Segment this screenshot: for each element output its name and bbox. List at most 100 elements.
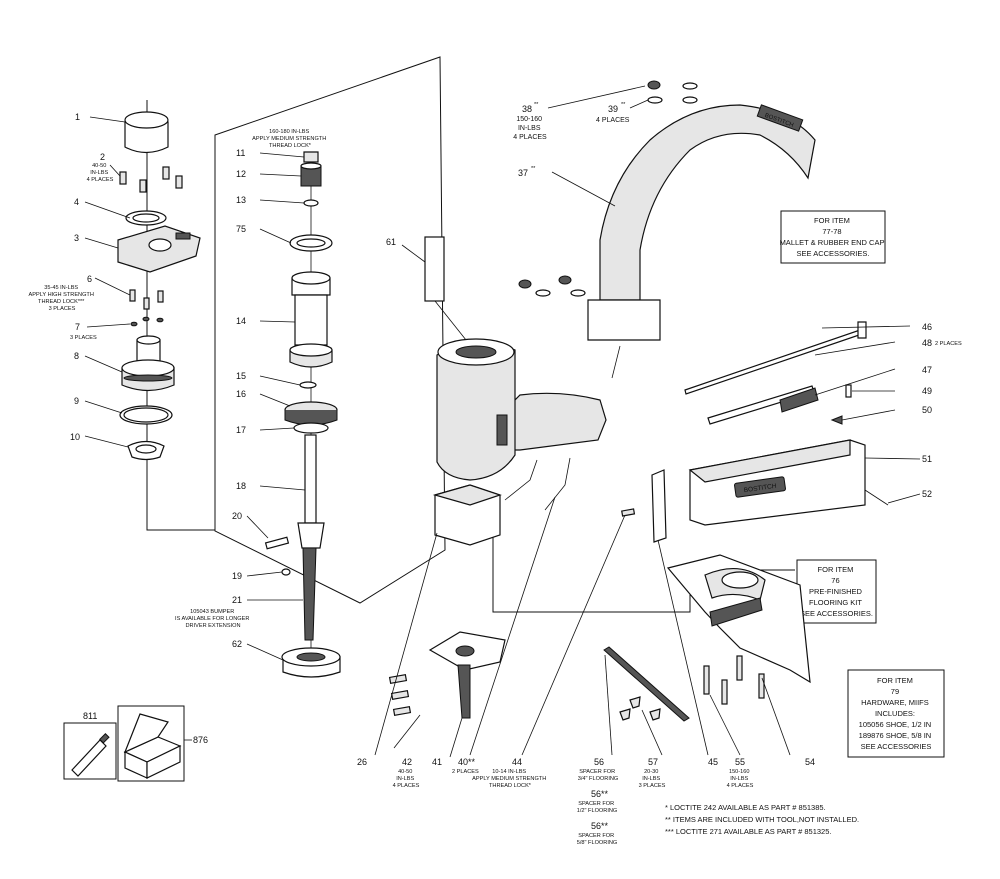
part-18-driver	[304, 434, 317, 524]
footnote-2: ** ITEMS ARE INCLUDED WITH TOOL,NOT INST…	[665, 815, 859, 824]
main-housing	[432, 338, 607, 546]
note-6: 35-45 IN-LBS APPLY HIGH STRENGTH THREAD …	[29, 285, 96, 312]
note-48: 2 PLACES	[935, 341, 962, 347]
part-21-blade	[302, 547, 317, 641]
label-3: 3	[74, 233, 79, 243]
part-2-screws	[119, 166, 183, 193]
label-41: 41	[432, 757, 442, 767]
part-7-pins	[130, 316, 164, 327]
label-16: 16	[236, 389, 246, 399]
note-40: 2 PLACES	[452, 769, 479, 775]
label-38-star: **	[534, 102, 539, 108]
label-62: 62	[232, 639, 242, 649]
part-12-nut	[300, 162, 322, 187]
part-45-bracket	[651, 469, 667, 543]
label-37: 37	[518, 168, 528, 178]
label-38: 38	[522, 104, 532, 114]
label-4: 4	[74, 197, 79, 207]
part-1-end-cap	[124, 111, 169, 154]
part-50-pin	[830, 415, 843, 425]
label-10: 10	[70, 432, 80, 442]
svg-text:FOR ITEM 76 PRE-FI: FOR ITEM 76 PRE-FINISHED FLOORING KIT SE…	[800, 565, 873, 618]
part-47-pusher	[779, 387, 819, 413]
label-56c: 56**	[591, 821, 609, 831]
part-38-nuts	[518, 80, 661, 289]
label-21: 21	[232, 595, 242, 605]
label-52: 52	[922, 489, 932, 499]
label-8: 8	[74, 351, 79, 361]
part-42-screws	[388, 673, 412, 717]
note-55: 150-160 IN-LBS 4 PLACES	[727, 769, 754, 789]
label-19: 19	[232, 571, 242, 581]
part-16-piston	[284, 401, 338, 426]
label-6: 6	[87, 274, 92, 284]
part-13-washer	[303, 199, 319, 207]
label-7: 7	[75, 322, 80, 332]
part-11-screw	[303, 151, 319, 163]
part-39-washers	[535, 82, 698, 297]
svg-text:FOR ITEM 77-78 MAL: FOR ITEM 77-78 MALLET & RUBBER END CAP S…	[780, 216, 887, 258]
label-61: 61	[386, 237, 396, 247]
note-44: 10-14 IN-LBS APPLY MEDIUM STRENGTH THREA…	[472, 769, 548, 789]
footnotes: * LOCTITE 242 AVAILABLE AS PART # 851385…	[665, 803, 859, 836]
label-56: 56	[594, 757, 604, 767]
part-14-cylinder	[289, 271, 333, 368]
part-3-top-cap	[117, 225, 201, 273]
svg-text:FOR ITEM 79 HARDWA: FOR ITEM 79 HARDWARE, MIIFS INCLUDES: 10…	[859, 676, 934, 751]
note-2: 40-50 IN-LBS 4 PLACES	[87, 163, 114, 183]
note-21: 105043 BUMPER IS AVAILABLE FOR LONGER DR…	[175, 609, 251, 629]
label-51: 51	[922, 454, 932, 464]
part-49-pin	[845, 384, 852, 398]
part-57-screws	[619, 696, 661, 721]
label-39: 39	[608, 104, 618, 114]
label-18: 18	[236, 481, 246, 491]
part-37-handle: BOSTITCH	[587, 104, 816, 341]
part-17-piston-base	[293, 422, 329, 434]
footnote-3: *** LOCTITE 271 AVAILABLE AS PART # 8513…	[665, 827, 832, 836]
part-56-spacer	[603, 646, 690, 722]
part-15-washer	[299, 381, 317, 389]
label-9: 9	[74, 396, 79, 406]
label-56b: 56**	[591, 789, 609, 799]
label-50: 50	[922, 405, 932, 415]
hardware-accessory-box: FOR ITEM 79 HARDWARE, MIIFS INCLUDES: 10…	[847, 669, 945, 758]
magazine-brand: BOSTITCH	[743, 483, 777, 495]
label-12: 12	[236, 169, 246, 179]
label-20: 20	[232, 511, 242, 521]
note-42: 40-50 IN-LBS 4 PLACES	[393, 769, 420, 789]
label-54: 54	[805, 757, 815, 767]
part-62-bumper	[281, 647, 341, 678]
part-61-label	[424, 236, 445, 302]
part-55-screws	[703, 655, 765, 705]
label-46: 46	[922, 322, 932, 332]
part-46-rod	[684, 321, 867, 395]
label-39-star: **	[621, 102, 626, 108]
note-7: 3 PLACES	[70, 335, 97, 341]
label-13: 13	[236, 195, 246, 205]
label-11: 11	[236, 148, 245, 158]
label-57: 57	[648, 757, 658, 767]
part-54-shoe	[666, 554, 811, 684]
part-8-valve	[121, 335, 175, 392]
label-42: 42	[402, 757, 412, 767]
part-51-magazine: BOSTITCH	[688, 439, 866, 526]
label-876: 876	[193, 735, 208, 745]
note-38: 150-160 IN-LBS 4 PLACES	[513, 116, 547, 141]
part-10-gasket	[127, 440, 165, 461]
label-2: 2	[100, 152, 105, 162]
label-15: 15	[236, 371, 246, 381]
note-39: 4 PLACES	[596, 117, 630, 124]
label-48: 48	[922, 338, 932, 348]
label-45: 45	[708, 757, 718, 767]
note-56b: SPACER FOR 1/2" FLOORING	[577, 801, 618, 814]
part-20-pin	[264, 536, 290, 550]
label-17: 17	[236, 425, 246, 435]
label-40: 40**	[458, 757, 476, 767]
part-6-screws	[129, 289, 164, 310]
label-1: 1	[75, 112, 80, 122]
label-26: 26	[357, 757, 367, 767]
note-56c: SPACER FOR 5/8" FLOORING	[577, 833, 618, 846]
part-44-screw	[621, 508, 636, 517]
